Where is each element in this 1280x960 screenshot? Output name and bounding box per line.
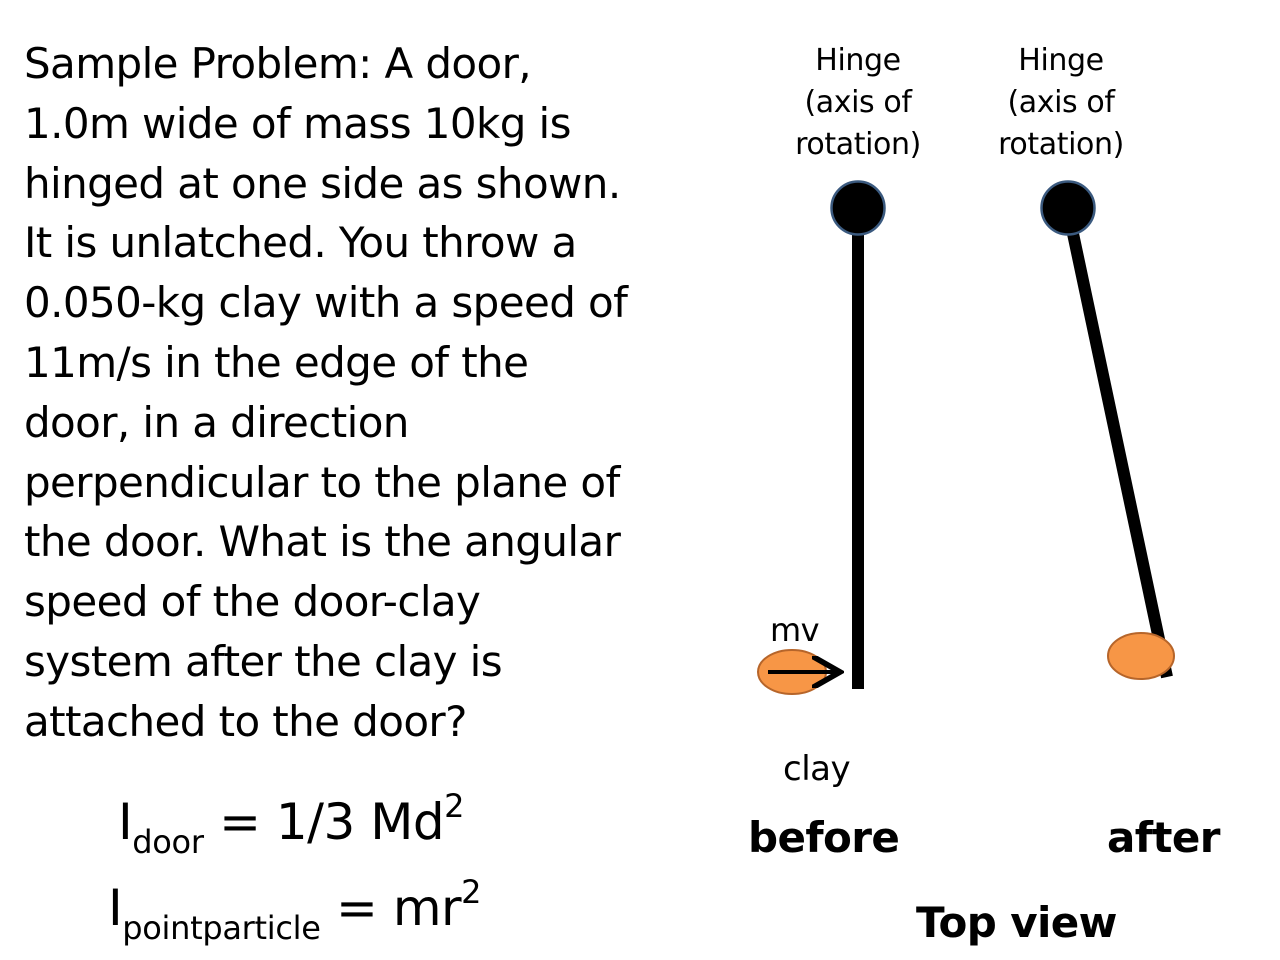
hinge-after-icon bbox=[1040, 180, 1096, 236]
problem-line: Sample Problem: A door, bbox=[24, 39, 532, 88]
problem-line: 11m/s in the edge of the bbox=[24, 337, 529, 387]
problem-statement: Sample Problem: A door, 1.0m wide of mas… bbox=[24, 34, 634, 752]
formula-rhs: = 1/3 Md bbox=[203, 793, 445, 851]
problem-line: 1.0m wide of mass 10kg is bbox=[24, 98, 571, 148]
hinge-label-line: Hinge bbox=[1018, 43, 1104, 78]
before-label: before bbox=[748, 813, 900, 862]
hinge-label-line: rotation) bbox=[795, 127, 921, 162]
problem-line: hinged at one side as shown. bbox=[24, 158, 621, 208]
hinge-label-line: Hinge bbox=[815, 43, 901, 78]
hinge-label-line: (axis of bbox=[1007, 85, 1115, 120]
clay-after-icon bbox=[1107, 632, 1175, 680]
problem-line: perpendicular to the plane of bbox=[24, 457, 620, 507]
problem-line: the door. What is the angular bbox=[24, 517, 621, 567]
formula-superscript: 2 bbox=[444, 787, 464, 825]
formula-symbol: I bbox=[118, 793, 133, 851]
formula-rhs: = mr bbox=[320, 879, 462, 937]
formula-superscript: 2 bbox=[461, 873, 481, 911]
door-inertia-formula: Idoor = 1/3 Md2 bbox=[118, 790, 464, 858]
clay-label: clay bbox=[783, 749, 851, 789]
problem-line: attached to the door? bbox=[24, 696, 467, 746]
problem-line: 0.050-kg clay with a speed of bbox=[24, 278, 628, 328]
hinge-label-before: Hinge (axis of rotation) bbox=[778, 40, 938, 166]
problem-line: door, in a direction bbox=[24, 397, 409, 447]
hinge-label-line: (axis of bbox=[804, 85, 912, 120]
problem-line: speed of the door-clay bbox=[24, 577, 481, 627]
point-particle-inertia-formula: Ipointparticle = mr2 bbox=[108, 876, 481, 944]
top-view-label: Top view bbox=[916, 898, 1117, 947]
problem-line: It is unlatched. You throw a bbox=[24, 218, 577, 268]
formula-subscript: door bbox=[132, 823, 204, 861]
hinge-before-icon bbox=[830, 180, 886, 236]
hinge-label-line: rotation) bbox=[998, 127, 1124, 162]
formula-subscript: pointparticle bbox=[122, 909, 321, 947]
formula-symbol: I bbox=[108, 879, 123, 937]
after-label: after bbox=[1107, 813, 1220, 862]
momentum-label: mv bbox=[770, 611, 820, 649]
hinge-label-after: Hinge (axis of rotation) bbox=[981, 40, 1141, 166]
problem-line: system after the clay is bbox=[24, 636, 503, 686]
door-after bbox=[1062, 208, 1173, 679]
